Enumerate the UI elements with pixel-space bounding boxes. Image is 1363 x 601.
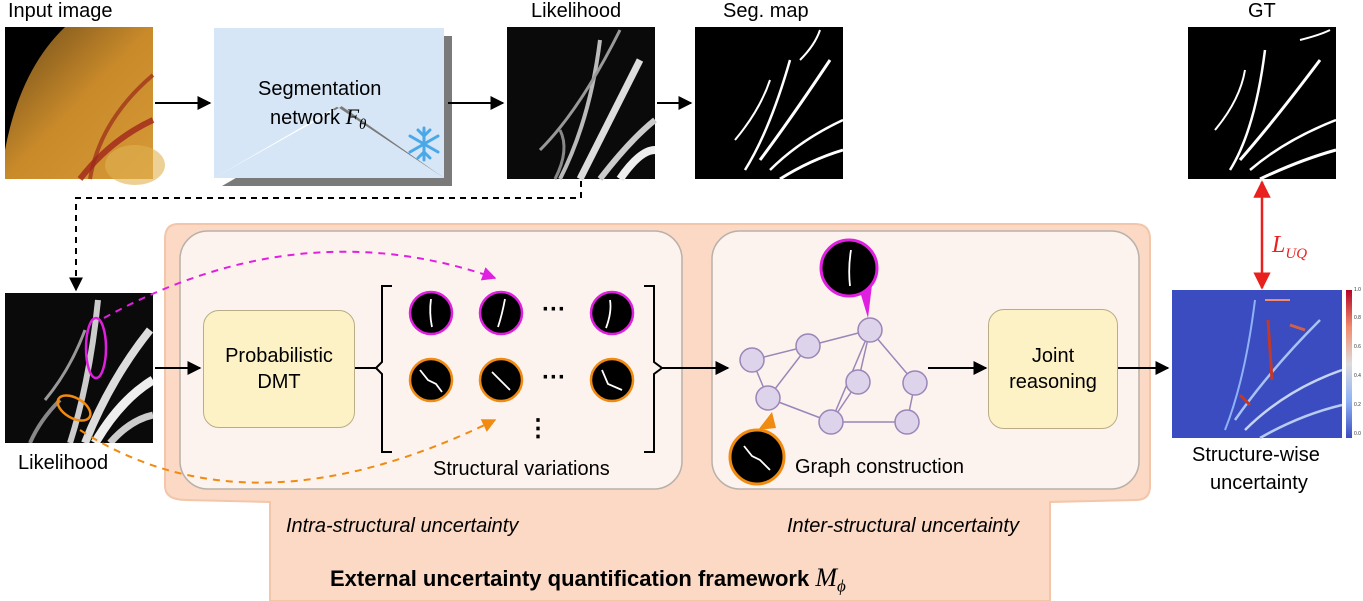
intra-caption: Intra-structural uncertainty <box>286 515 519 537</box>
top-likelihood-image <box>507 27 657 182</box>
magenta-highlight <box>84 316 108 380</box>
colorbar-tick: 0.6 <box>1354 344 1361 350</box>
output-label-line1: Structure-wise <box>1192 444 1320 466</box>
left-likelihood-label: Likelihood <box>18 452 109 474</box>
variation-orange-1 <box>408 357 454 403</box>
framework-title-text: External uncertainty quantification fram… <box>330 566 810 591</box>
dmt-line2: DMT <box>257 371 301 393</box>
snowflake-icon <box>408 126 440 162</box>
framework-symbol: M <box>815 563 838 592</box>
variation-magenta-1 <box>408 290 454 336</box>
input-image-label: Input image <box>8 0 113 22</box>
colorbar-tick: 0.0 <box>1354 431 1361 437</box>
colorbar-tick: 1.0 <box>1354 287 1361 293</box>
gt-image <box>1188 27 1337 181</box>
top-likelihood-label: Likelihood <box>531 0 622 22</box>
variation-orange-2 <box>478 357 524 403</box>
gt-label: GT <box>1248 0 1276 22</box>
reason-line2: reasoning <box>1009 371 1097 393</box>
loss-subscript: UQ <box>1285 245 1308 262</box>
segmap-image <box>695 27 844 181</box>
network-symbol: F <box>345 104 360 129</box>
uncertainty-map <box>1172 290 1352 440</box>
graph-construction-label: Graph construction <box>795 456 964 478</box>
variation-orange-3 <box>589 357 635 403</box>
structural-variations-label: Structural variations <box>433 458 610 480</box>
framework-subscript: ϕ <box>837 576 846 596</box>
input-image <box>5 27 165 185</box>
framework-title: External uncertainty quantification fram… <box>330 563 846 596</box>
ellipsis-orange: ··· <box>542 364 566 391</box>
variation-magenta-3 <box>589 290 635 336</box>
graph-pin-magenta <box>819 238 879 318</box>
dashed-connector <box>69 181 582 292</box>
loss-label: LUQ <box>1272 232 1307 263</box>
network-word: network <box>270 107 341 129</box>
ellipsis-magenta: ··· <box>542 296 566 323</box>
colorbar-tick: 0.4 <box>1354 373 1361 379</box>
orange-highlight <box>56 394 92 422</box>
segmap-label: Seg. map <box>723 0 809 22</box>
colorbar-ticks: 1.0 0.8 0.6 0.4 0.2 0.0 <box>1354 287 1363 441</box>
segmentation-network <box>214 28 452 186</box>
colorbar-tick: 0.8 <box>1354 315 1361 321</box>
network-label-line2: network Fθ <box>270 104 366 134</box>
output-label-line2: uncertainty <box>1210 472 1308 494</box>
network-subscript: θ <box>359 117 367 133</box>
graph-nodes <box>739 317 928 435</box>
variation-magenta-2 <box>478 290 524 336</box>
loss-symbol: L <box>1272 232 1286 258</box>
vertical-ellipsis: ⋮ <box>526 415 550 442</box>
colorbar-tick: 0.2 <box>1354 402 1361 408</box>
joint-reasoning-box: Joint reasoning <box>988 309 1118 429</box>
network-label-line1: Segmentation <box>258 78 382 100</box>
dmt-line1: Probabilistic <box>225 345 333 367</box>
reason-line1: Joint <box>1031 345 1075 367</box>
inter-caption: Inter-structural uncertainty <box>787 515 1019 537</box>
graph-pin-orange <box>728 412 786 486</box>
